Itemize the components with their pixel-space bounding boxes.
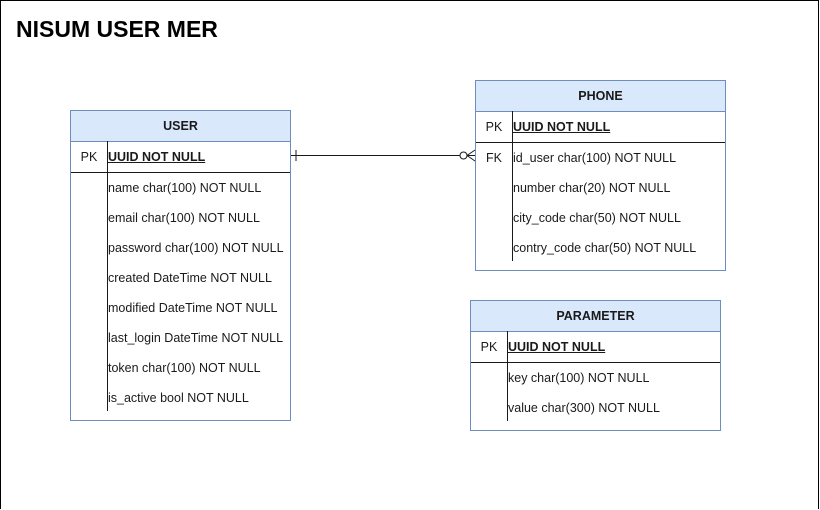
column-divider	[507, 331, 508, 421]
fk-label: FK	[486, 151, 502, 165]
user-field-modified: modified DateTime NOT NULL	[108, 301, 278, 315]
crow-foot-lower	[466, 155, 476, 162]
pk-label: PK	[80, 150, 98, 164]
page-title: NISUM USER MER	[16, 16, 218, 42]
phone-field-contry-code: contry_code char(50) NOT NULL	[513, 241, 697, 255]
entity-user-header[interactable]: USER	[71, 111, 290, 142]
user-field-row[interactable]: modified DateTime NOT NULL	[71, 293, 290, 323]
user-field-row[interactable]: name char(100) NOT NULL	[71, 173, 290, 203]
user-field-created: created DateTime NOT NULL	[108, 271, 272, 285]
entity-user[interactable]: USER PK UUID NOT NULL name char(100) NOT…	[70, 110, 291, 421]
entity-user-pk-row[interactable]: PK UUID NOT NULL	[71, 142, 290, 173]
crow-foot-upper	[466, 149, 476, 156]
phone-fk-field: id_user char(100) NOT NULL	[513, 151, 677, 165]
user-field-email: email char(100) NOT NULL	[108, 211, 260, 225]
phone-field-city-code: city_code char(50) NOT NULL	[513, 211, 681, 225]
entity-parameter-header[interactable]: PARAMETER	[471, 301, 720, 332]
phone-pk-field: UUID NOT NULL	[513, 120, 611, 134]
entity-parameter[interactable]: PARAMETER PK UUID NOT NULL key char(100)…	[470, 300, 721, 431]
parameter-field-row[interactable]: value char(300) NOT NULL	[471, 393, 720, 423]
user-field-password: password char(100) NOT NULL	[108, 241, 284, 255]
user-field-row[interactable]: created DateTime NOT NULL	[71, 263, 290, 293]
user-field-is-active: is_active bool NOT NULL	[108, 391, 249, 405]
pk-label: PK	[480, 340, 498, 354]
phone-field-row[interactable]: number char(20) NOT NULL	[476, 173, 725, 203]
pk-label: PK	[485, 120, 503, 134]
entity-phone-fk-row[interactable]: FK id_user char(100) NOT NULL	[476, 143, 725, 173]
entity-phone-pk-row[interactable]: PK UUID NOT NULL	[476, 112, 725, 143]
parameter-field-value: value char(300) NOT NULL	[508, 401, 660, 415]
user-field-token: token char(100) NOT NULL	[108, 361, 261, 375]
phone-field-number: number char(20) NOT NULL	[513, 181, 671, 195]
zero-marker	[459, 151, 468, 160]
column-divider	[512, 111, 513, 261]
phone-field-row[interactable]: city_code char(50) NOT NULL	[476, 203, 725, 233]
user-field-last-login: last_login DateTime NOT NULL	[108, 331, 284, 345]
column-divider	[107, 141, 108, 411]
entity-phone-header[interactable]: PHONE	[476, 81, 725, 112]
user-field-row[interactable]: token char(100) NOT NULL	[71, 353, 290, 383]
user-field-row[interactable]: last_login DateTime NOT NULL	[71, 323, 290, 353]
user-field-name: name char(100) NOT NULL	[108, 181, 262, 195]
user-field-row[interactable]: email char(100) NOT NULL	[71, 203, 290, 233]
user-field-row[interactable]: password char(100) NOT NULL	[71, 233, 290, 263]
parameter-field-row[interactable]: key char(100) NOT NULL	[471, 363, 720, 393]
parameter-pk-field: UUID NOT NULL	[508, 340, 606, 354]
entity-parameter-pk-row[interactable]: PK UUID NOT NULL	[471, 332, 720, 363]
entity-phone[interactable]: PHONE PK UUID NOT NULL FK id_user char(1…	[475, 80, 726, 271]
user-pk-field: UUID NOT NULL	[108, 150, 206, 164]
user-field-row[interactable]: is_active bool NOT NULL	[71, 383, 290, 413]
phone-field-row[interactable]: contry_code char(50) NOT NULL	[476, 233, 725, 263]
parameter-field-key: key char(100) NOT NULL	[508, 371, 650, 385]
